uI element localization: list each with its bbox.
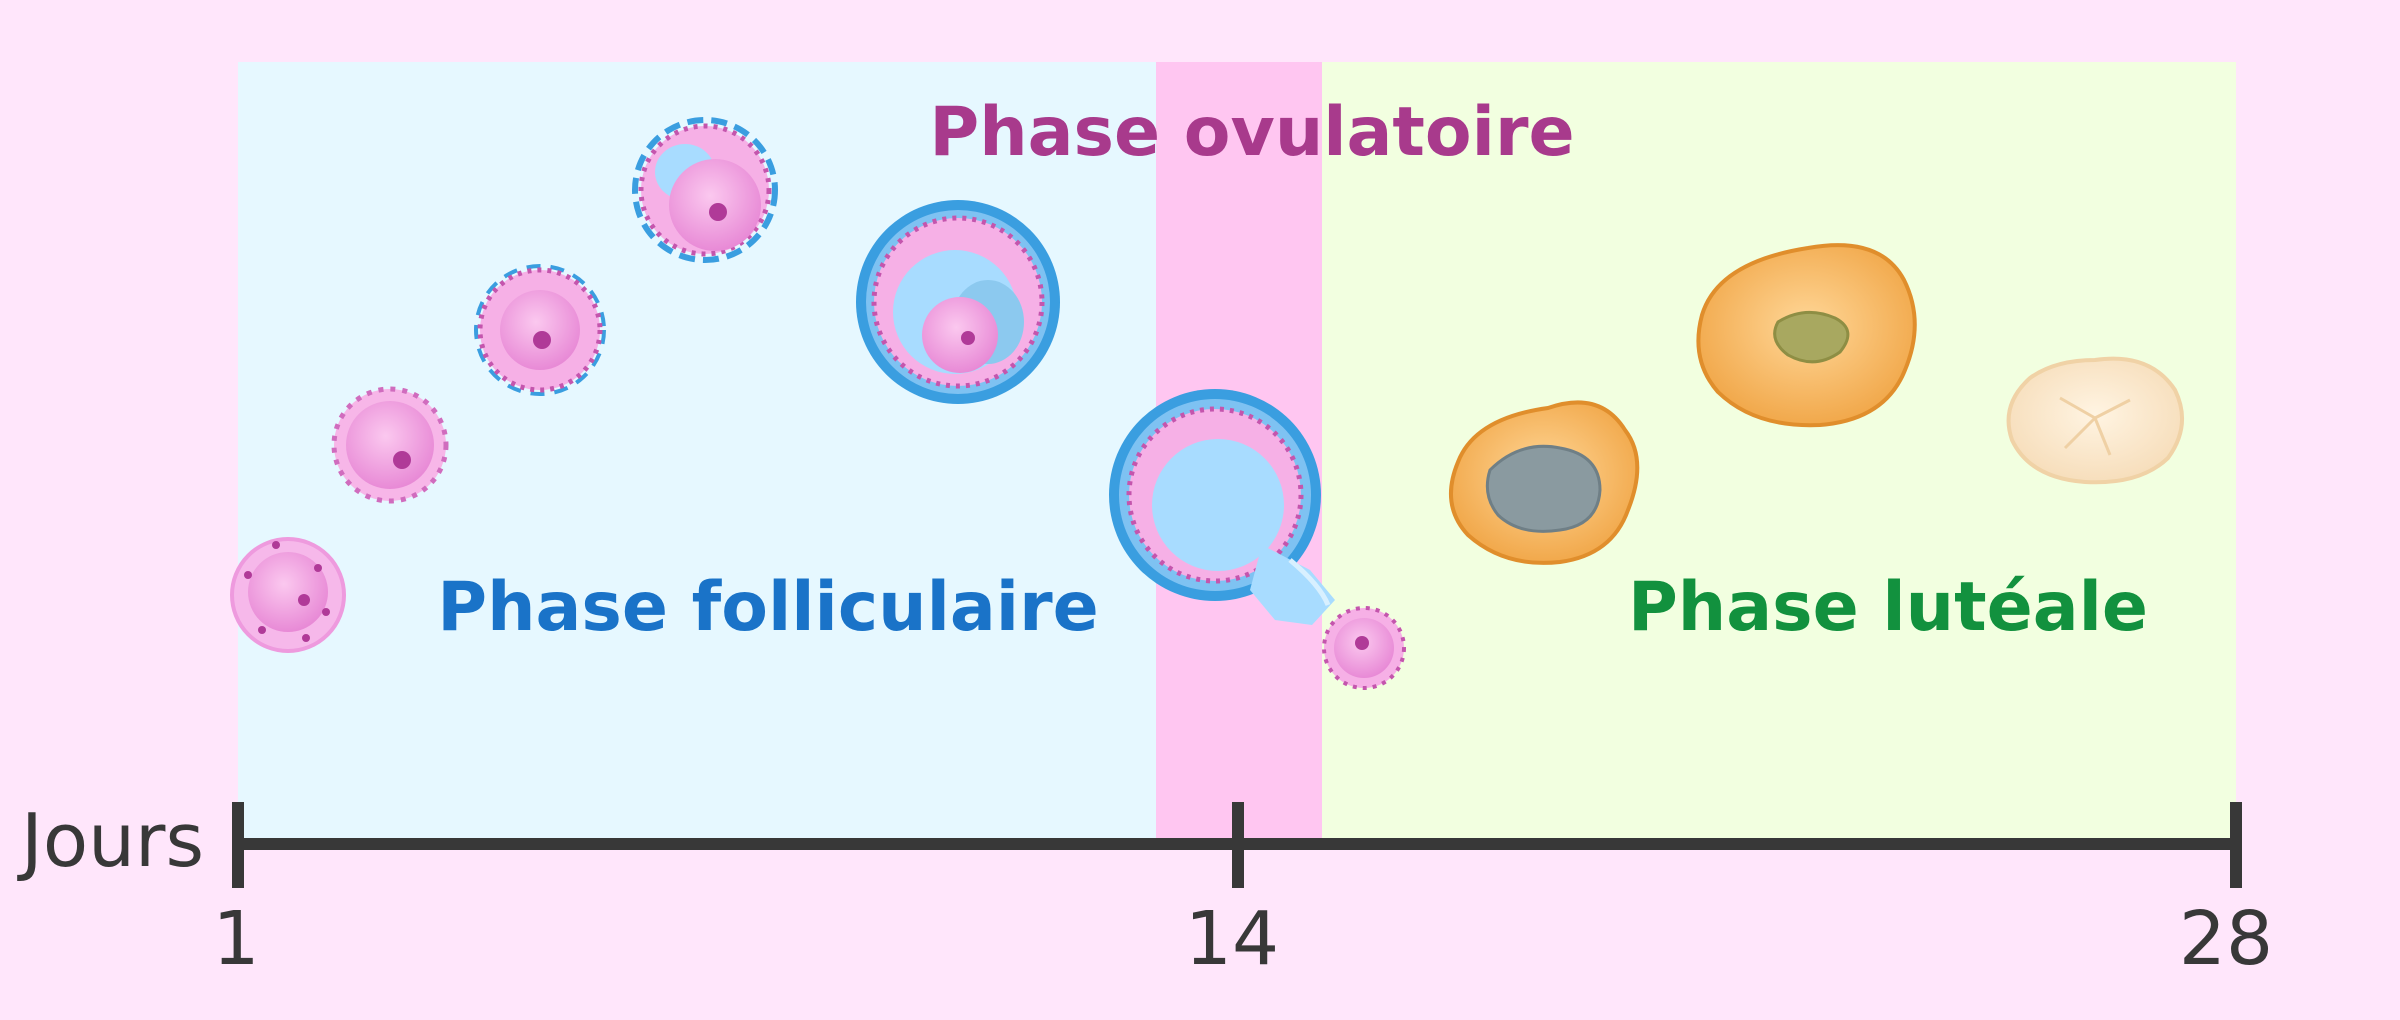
ovulatory-phase-label: Phase ovulatoire [929,93,1574,172]
luteal-phase-label: Phase lutéale [1628,568,2148,647]
released-oocyte [1322,606,1406,690]
primordial-follicle [230,537,346,653]
secondary-follicle [474,264,606,396]
tick-label-day-14: 14 [1185,896,1279,982]
corpus-luteum-mature [1696,243,1917,428]
tick-label-day-28: 28 [2179,896,2273,982]
ovulating-follicle [1109,389,1335,625]
antral-follicle [856,200,1060,404]
axis-label: Jours [17,798,204,884]
corpus-albicans [2006,356,2185,485]
tick-label-day-1: 1 [212,896,259,982]
early-antral-follicle [632,117,778,263]
timeline-axis [232,802,2242,888]
corpus-luteum-early [1448,400,1640,565]
primary-follicle [331,386,449,504]
follicular-phase-label: Phase folliculaire [437,568,1099,647]
